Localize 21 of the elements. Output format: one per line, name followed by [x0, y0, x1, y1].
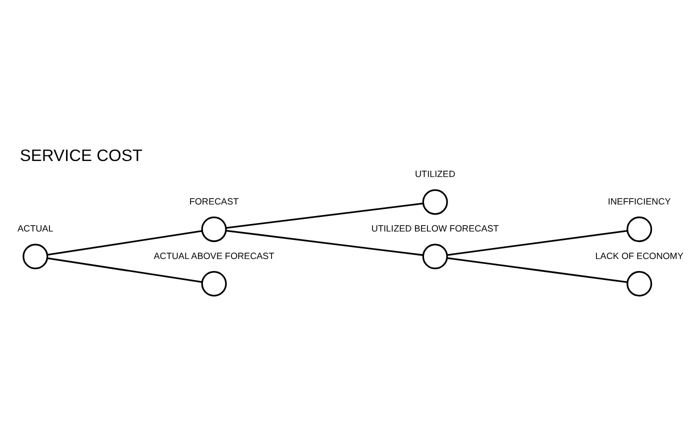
node-circle: [626, 270, 652, 297]
connector: [47, 230, 202, 256]
node-circle: [626, 216, 652, 242]
node-label: UTILIZED BELOW FORECAST: [371, 224, 499, 234]
connector: [226, 202, 424, 229]
node-label: ACTUAL: [18, 224, 54, 234]
node-label: FORECAST: [189, 196, 239, 206]
node-circle: [422, 244, 448, 270]
node-circle: [422, 189, 448, 215]
node-label: ACTUAL ABOVE FORECAST: [154, 250, 274, 261]
node-label: UTILIZED: [414, 169, 456, 180]
node-circle: [201, 216, 227, 242]
node-circle: [201, 270, 227, 297]
node-label: INEFFICIENCY: [608, 196, 671, 206]
diagram-title: SERVICE COST: [20, 146, 142, 165]
node-circle: [22, 244, 48, 270]
connector: [447, 230, 628, 256]
connector: [226, 230, 424, 256]
connector: [447, 257, 628, 284]
node-label: LACK OF ECONOMY: [595, 250, 684, 261]
connector: [47, 257, 202, 283]
